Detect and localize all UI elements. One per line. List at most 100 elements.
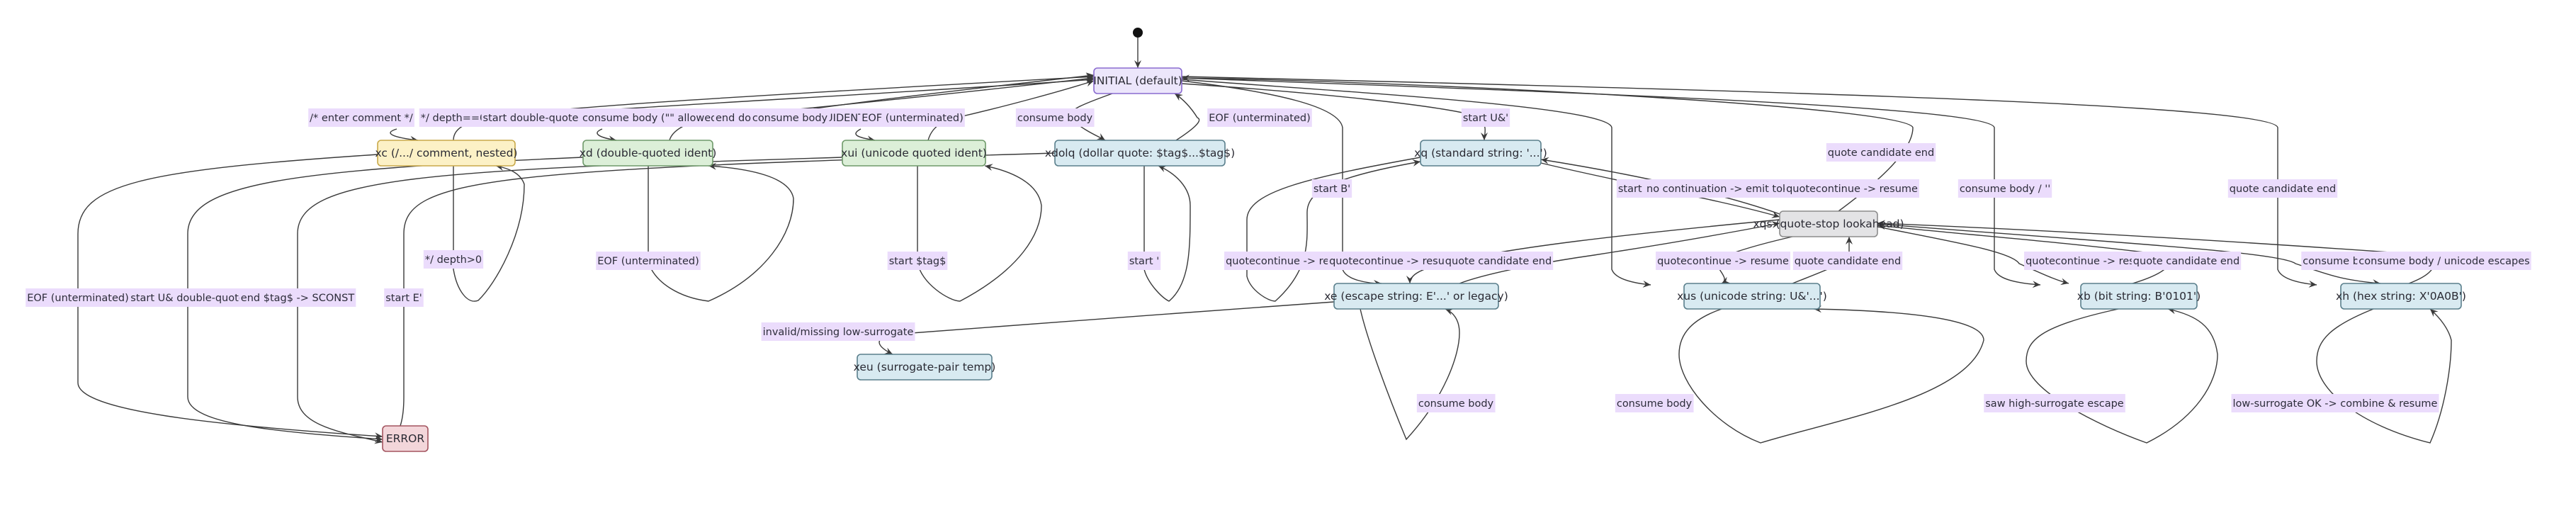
transition-label-text: saw high-surrogate escape [1985, 398, 2124, 410]
transition-label-text: start double-quote [483, 113, 579, 124]
state-box [2340, 283, 2462, 310]
transition-label-bg [1443, 252, 1554, 270]
transition-label-bg [1207, 108, 1312, 127]
transition-label: consume body [750, 108, 830, 127]
transition-label-text: start $tag$ [889, 256, 947, 267]
state-xq[interactable]: xq (standard string: '...') [1414, 140, 1547, 167]
states-layer: INITIAL (default) xc (/.../ comment, nest… [375, 28, 2466, 452]
transition-label-text: quote candidate end [1445, 256, 1552, 267]
state-box [1333, 283, 1499, 310]
transition-label: consume body ("" allowed) [581, 108, 723, 127]
transition-label-bg [1984, 394, 2125, 412]
transition-label-bg [1615, 394, 1694, 412]
state-xd[interactable]: xd (double-quoted ident) [580, 140, 717, 167]
transition-label: EOF (unterminated) [26, 288, 130, 307]
state-initial[interactable]: INITIAL (default) [1093, 67, 1182, 94]
transition-label-bg [26, 288, 130, 307]
transition-label: consume body / '' [1958, 179, 2052, 198]
transition-edge [597, 128, 617, 143]
transition-edge [390, 128, 419, 143]
transition-label-bg [2231, 394, 2439, 412]
state-box [1054, 140, 1226, 167]
transition-label: EOF (unterminated) [1207, 108, 1312, 127]
transition-label-bg [2357, 252, 2531, 270]
state-xeu[interactable]: xeu (surrogate-pair temp) [854, 354, 996, 381]
transition-arrow [648, 162, 794, 302]
transition-edge [1246, 157, 1421, 302]
transition-edge [1877, 226, 2069, 286]
transition-edge [1459, 221, 1780, 284]
transition-edge [1181, 77, 2041, 288]
state-xdolq[interactable]: xdolq (dollar quote: $tag$...$tag$) [1045, 140, 1235, 167]
transition-label-bg [581, 108, 723, 127]
transition-edge [1678, 305, 1984, 444]
transition-edge [1181, 80, 1382, 287]
transition-label-text: consume body [1017, 113, 1093, 124]
transition-edge [2316, 308, 2452, 444]
state-xc[interactable]: xc (/.../ comment, nested) [375, 140, 518, 167]
transition-label-bg [1656, 252, 1791, 270]
transition-arrow [1174, 93, 1200, 141]
transition-label: quote candidate end [2227, 179, 2338, 198]
state-label: xq (standard string: '...') [1414, 147, 1547, 159]
state-xus[interactable]: xus (unicode string: U&'...') [1677, 283, 1827, 310]
state-label: xh (hex string: X'0A0B') [2336, 290, 2466, 303]
transition-label-text: quote candidate end [1795, 256, 1901, 267]
transition-label: */ depth==0 [419, 108, 488, 127]
transition-label: quote candidate end [1792, 252, 1903, 270]
transition-label: consume body [1015, 108, 1095, 127]
transition-label-text: */ depth==0 [421, 113, 486, 124]
transition-edge [1143, 165, 1191, 302]
transition-label-text: start E' [385, 293, 422, 304]
transition-label-text: quote candidate end [2230, 184, 2336, 195]
state-xe[interactable]: xe (escape string: E'...' or legacy) [1324, 283, 1508, 310]
state-box [382, 425, 429, 452]
transition-label: start ' [1127, 252, 1161, 270]
transition-label: EOF (unterminated) [860, 108, 965, 127]
transition-arrow [597, 128, 617, 143]
transition-label-text: quotecontinue -> resume [1786, 184, 1918, 195]
state-xqs[interactable]: xqs (quote-stop lookahead) [1753, 210, 1904, 237]
transition-label-text: EOF (unterminated) [27, 293, 129, 304]
transition-edge [1360, 308, 1460, 441]
transition-label: start $tag$ [887, 252, 948, 270]
transition-label-bg [1416, 394, 1496, 412]
transition-arrow [879, 301, 1335, 355]
transition-edge [1181, 83, 1488, 141]
transition-label: invalid/missing low-surrogate [761, 322, 915, 341]
transition-label-bg [1328, 252, 1463, 270]
transitions-layer [77, 37, 2452, 444]
transition-label-text: low-surrogate OK -> combine & resume [2233, 398, 2438, 410]
state-label: xdolq (dollar quote: $tag$...$tag$) [1045, 147, 1235, 159]
state-error[interactable]: ERROR [382, 425, 429, 452]
transition-edge [77, 154, 383, 440]
transition-label-text: quotecontinue -> resume [1226, 256, 1357, 267]
transition-arrow [1181, 77, 2041, 288]
transition-arrow [393, 152, 1056, 435]
transition-label: start U&' [1461, 108, 1510, 127]
transition-label: */ depth>0 [423, 250, 484, 269]
transition-label: quote candidate end [1826, 143, 1936, 162]
state-label: xus (unicode string: U&'...') [1677, 290, 1827, 303]
transition-arrow [1181, 79, 1651, 288]
transition-label-bg [596, 252, 701, 270]
state-box [2080, 283, 2198, 310]
state-xh[interactable]: xh (hex string: X'0A0B') [2336, 283, 2466, 310]
transition-label: quote candidate end [2131, 252, 2242, 270]
transition-edge [1877, 223, 2381, 287]
transition-arrow [1360, 308, 1460, 441]
transition-label-bg [1792, 252, 1903, 270]
transition-arrow [77, 154, 383, 440]
transition-edge [297, 157, 843, 444]
state-box [1683, 283, 1821, 310]
state-label: xe (escape string: E'...' or legacy) [1324, 290, 1508, 303]
state-xui[interactable]: xui (unicode quoted ident) [841, 140, 987, 167]
state-xb[interactable]: xb (bit string: B'0101') [2077, 283, 2201, 310]
state-box [1420, 140, 1542, 167]
transition-edge [879, 301, 1335, 355]
transition-label-text: invalid/missing low-surrogate [763, 327, 914, 338]
transition-label: consume body / unicode escapes [2357, 252, 2531, 270]
transition-edge [648, 162, 794, 302]
transition-edge [393, 152, 1056, 435]
